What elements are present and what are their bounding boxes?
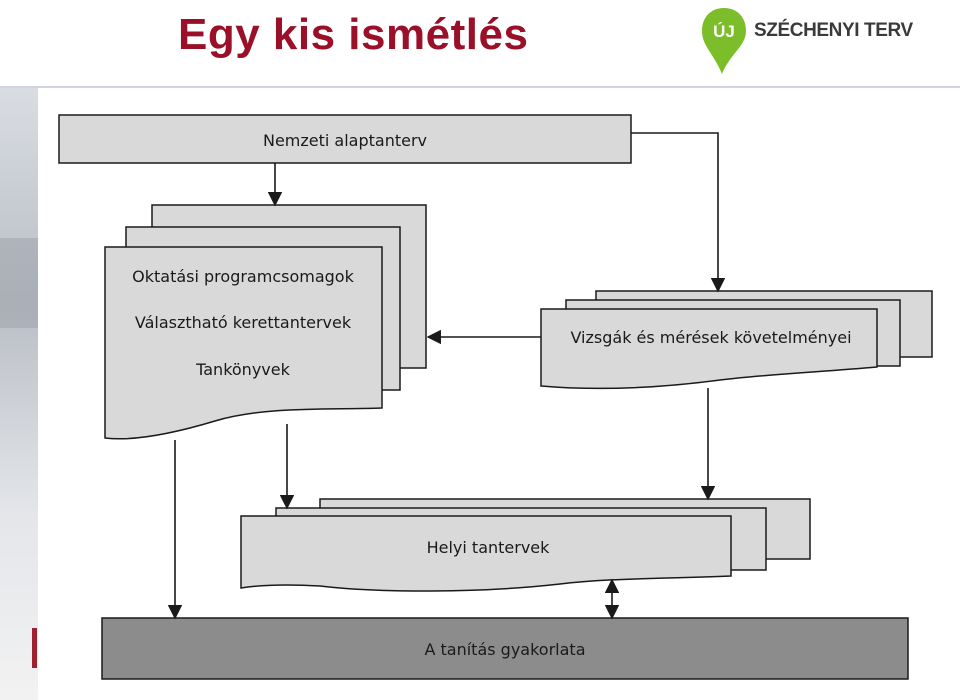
szechenyi-terv-logo: ÚJ SZÉCHENYI TERV [700,4,940,76]
textbooks-label: Tankönyvek [195,360,290,379]
programs-label: Oktatási programcsomagok [132,267,354,286]
teaching-practice-box: A tanítás gyakorlata [101,617,909,680]
national-curriculum-box: Nemzeti alaptanterv [58,114,632,164]
frameworks-label: Választható kerettantervek [135,313,352,332]
local-curricula-label: Helyi tantervek [427,538,551,557]
local-curricula-document-stack: Helyi tantervek [240,498,811,592]
arrow-national-to-exams [631,132,726,293]
national-curriculum-label: Nemzeti alaptanterv [263,131,427,150]
logo-pin-icon: ÚJ [702,8,746,74]
logo-badge-text: ÚJ [713,22,735,41]
programs-document-stack: Oktatási programcsomagok Választható ker… [104,204,427,440]
exams-label: Vizsgák és mérések követelményei [570,328,851,347]
curriculum-diagram: Nemzeti alaptanterv Oktatási programcsom… [58,114,933,680]
logo-text: SZÉCHENYI TERV [754,20,913,41]
exams-document-stack: Vizsgák és mérések követelményei [540,290,933,390]
teaching-practice-label: A tanítás gyakorlata [424,640,585,659]
slide-header: Egy kis ismétlés ÚJ SZÉCHENYI TERV [0,0,960,88]
slide-title: Egy kis ismétlés [178,10,529,59]
header-divider [0,86,960,88]
background-photo-strip [0,88,38,700]
